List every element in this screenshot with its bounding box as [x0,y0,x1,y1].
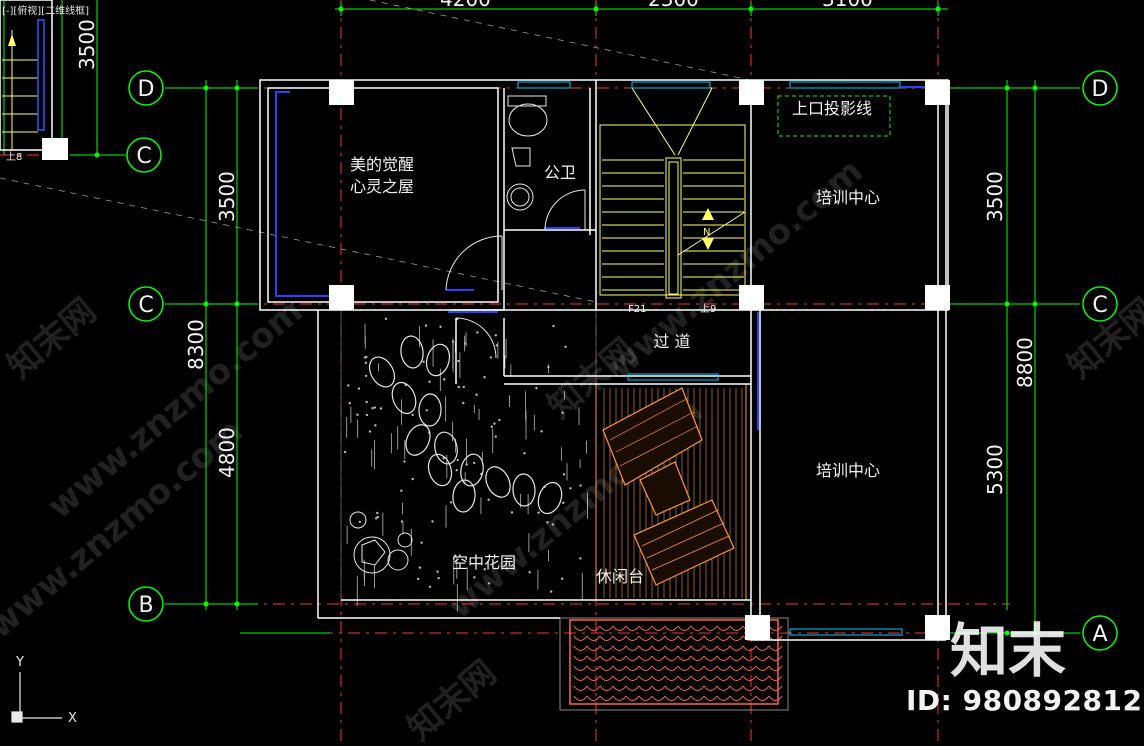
dim-inset: 3500 [75,19,99,70]
columns [329,80,950,640]
dimension-lines [3,0,1080,640]
axis-label-c-inset: C [136,144,151,169]
watermark-brand: 知末网 [0,291,104,387]
dim-top-2300: 2300 [648,0,699,11]
ucs-icon [11,672,62,723]
inset-stair-label: 上8 [6,151,22,163]
door-swings [445,189,586,359]
axis-bubble-b-left [128,586,164,622]
windows [517,81,903,636]
watermark-logo: 知末 [950,617,1067,685]
dim-top-4200: 4200 [440,0,491,11]
projection-box [777,95,891,137]
axis-bubble-c-inset [126,137,162,173]
axis-label-d-left: D [138,77,155,102]
dim-left-total: 8300 [184,319,208,370]
dim-right-upper: 3500 [983,171,1007,222]
axis-bubble-d-left [128,70,164,106]
room-training-lower: 培训中心 [816,461,880,480]
dim-top-3100: 3100 [822,0,873,11]
room-leisure-deck: 休闲台 [596,567,644,586]
viewport-controls-label[interactable]: [-][俯视][二维线框] [2,6,90,17]
ucs-x-label: X [68,711,77,726]
wc-fixtures [506,95,548,211]
axis-label-c-left: C [138,293,153,318]
stair-north-label: N [703,227,710,238]
axis-label-d-right: D [1092,77,1109,102]
room-sky-garden: 空中花园 [452,553,516,572]
dim-left-lower: 4800 [215,427,239,478]
watermark-brand: 知末网 [400,653,504,742]
axis-grid [0,0,1080,742]
axis-bubble-d-right [1082,70,1118,106]
axis-bubble-labels: D C B D C A C [136,77,1108,647]
axis-label-c-right: C [1092,293,1107,318]
axis-bubbles [126,70,1118,651]
ucs-y-label: Y [15,655,24,670]
axis-bubble-c-right [1082,286,1118,322]
room-training-upper: 培训中心 [816,188,880,207]
stair-down-label: F21 [628,304,646,315]
walls [259,79,949,641]
dimension-text: 4200 2300 3100 3500 4800 8300 3500 5300 … [75,0,1037,495]
room-projection-line: 上口投影线 [792,99,872,118]
projection-lines [0,0,751,303]
dimension-ticks [94,6,1038,636]
room-public-wc: 公卫 [544,163,576,182]
axis-bubble-a-right [1082,615,1118,651]
room-labels: 美的觉醒 心灵之屋 公卫 上口投影线 培训中心 培训中心 过 道 空中花园 休闲… [350,99,880,586]
dim-right-lower: 5300 [983,444,1007,495]
watermark-id: ID: 980892812 [906,684,1143,717]
room-corridor: 过 道 [653,332,690,351]
wall-finishes [275,86,930,430]
dim-left-upper: 3500 [215,171,239,222]
axis-bubble-c-left [128,286,164,322]
stair-labels: F21 上9 [628,303,716,315]
axis-label-a-right: A [1092,622,1107,647]
dim-right-total: 8800 [1013,337,1037,388]
room-meditation-line1: 美的觉醒 [350,155,414,174]
axis-label-b-left: B [138,593,153,618]
room-meditation-line2: 心灵之屋 [350,177,414,196]
stair-up-label: 上9 [700,303,716,315]
inset-stair [0,0,68,160]
